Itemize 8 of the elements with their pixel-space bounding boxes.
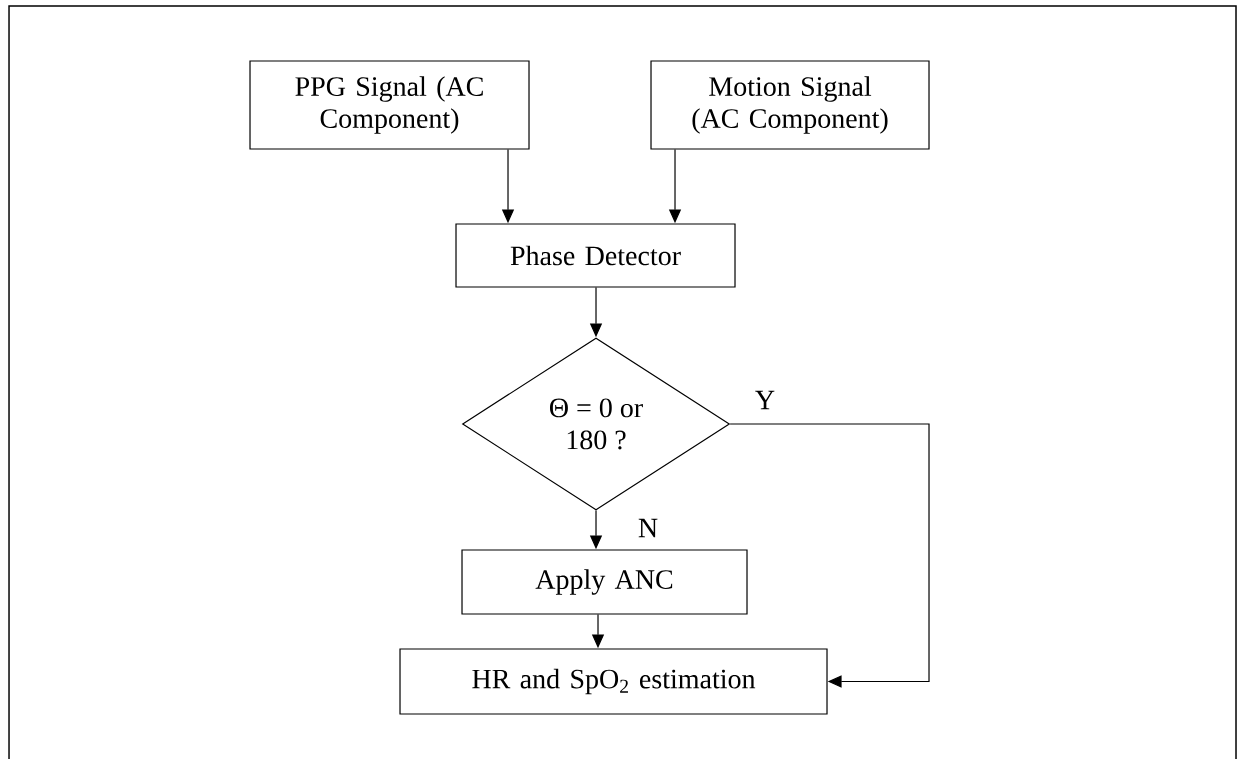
- process-box: HR and SpO$_{2}$ estimation: [399, 648, 828, 715]
- process-box: Phase Detector: [455, 223, 736, 288]
- process-box: PPG Signal (AC Component): [249, 60, 530, 150]
- process-box: Apply ANC: [461, 549, 748, 615]
- edge-label: Y: [755, 390, 775, 410]
- arrow: [729, 423, 930, 688]
- process-box: Motion Signal (AC Component): [650, 60, 930, 150]
- edge-label: N: [638, 518, 658, 538]
